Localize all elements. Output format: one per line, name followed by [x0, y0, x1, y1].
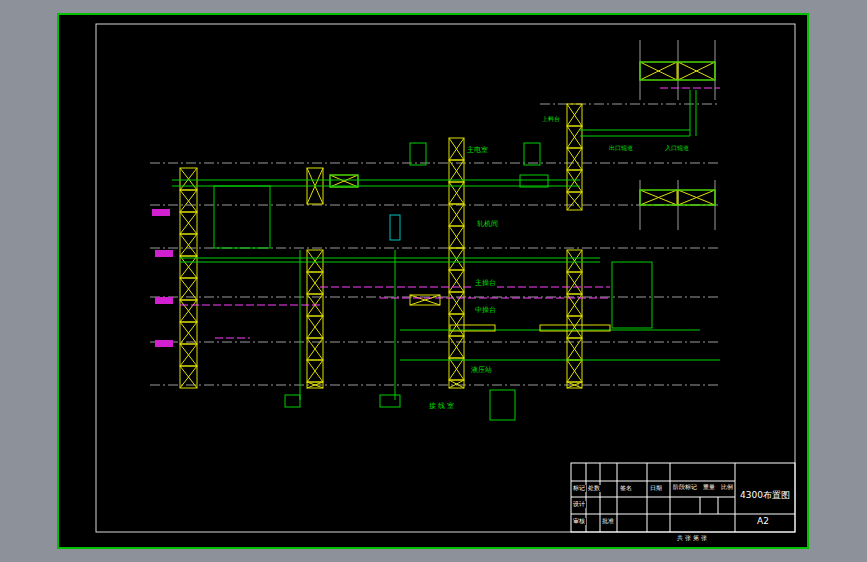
equipment-label: 入口辊道 [664, 145, 690, 152]
room-label: 中操台 [474, 307, 497, 315]
room-label: 轧机间 [476, 221, 499, 229]
sheet-size: A2 [756, 517, 770, 527]
table-cell: 重量 [702, 484, 716, 491]
table-cell: 处数 [587, 485, 601, 492]
table-cell: 设计 [572, 501, 586, 508]
drawing-title: 4300布置图 [739, 491, 791, 501]
table-cell: 比例 [720, 484, 734, 491]
room-label: 主电室 [466, 147, 489, 155]
table-cell: 批准 [601, 518, 615, 525]
table-cell: 审核 [572, 518, 586, 525]
room-label: 主操台 [474, 280, 497, 288]
table-cell: 签名 [619, 485, 633, 492]
table-cell: 日期 [649, 485, 663, 492]
room-label: 接 线 室 [428, 403, 455, 411]
table-cell: 共 张 第 张 [676, 535, 708, 542]
table-cell: 阶段标记 [672, 484, 698, 491]
table-cell: 标记 [572, 485, 586, 492]
equipment-label: 上料台 [541, 116, 561, 123]
equipment-label: 出口辊道 [608, 145, 634, 152]
room-label: 液压站 [470, 367, 493, 375]
